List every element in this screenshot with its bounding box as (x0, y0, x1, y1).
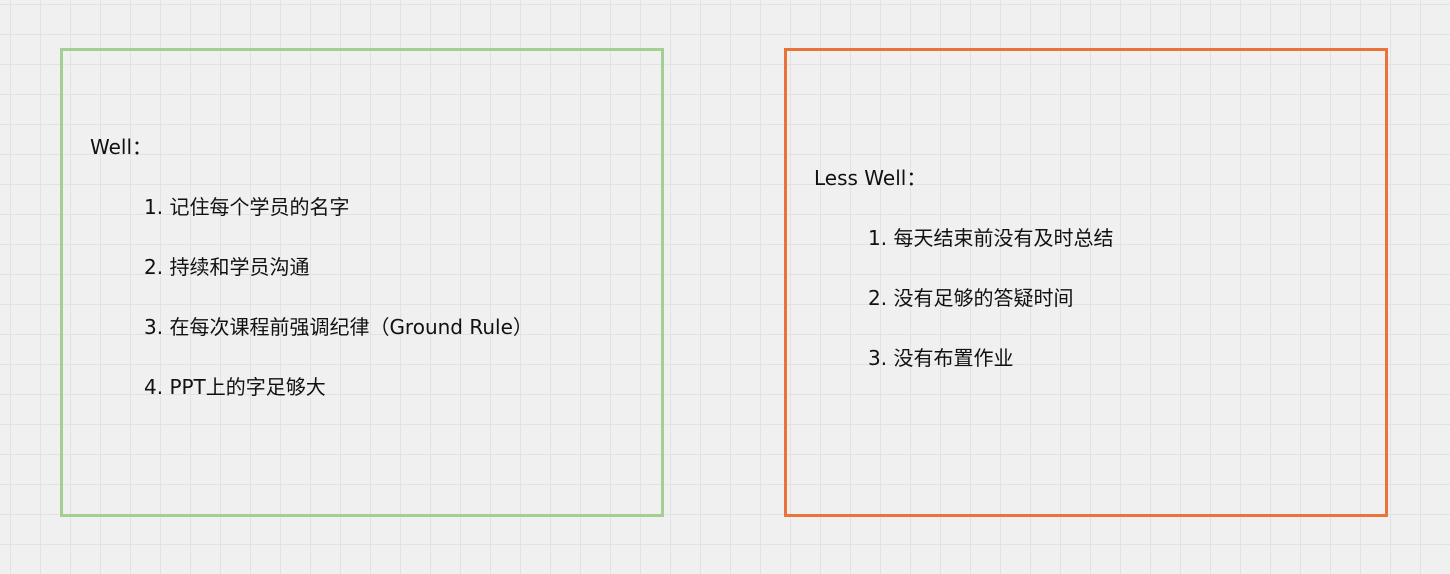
well-item: 1. 记住每个学员的名字 (144, 195, 350, 219)
well-item-list: 1. 记住每个学员的名字 2. 持续和学员沟通 3. 在每次课程前强调纪律（Gr… (144, 194, 533, 434)
less-well-item: 3. 没有布置作业 (868, 346, 1014, 370)
less-well-heading: Less Well： (814, 166, 927, 190)
well-panel: Well： 1. 记住每个学员的名字 2. 持续和学员沟通 3. 在每次课程前强… (60, 48, 664, 517)
less-well-item-list: 1. 每天结束前没有及时总结 2. 没有足够的答疑时间 3. 没有布置作业 (868, 225, 1113, 405)
well-heading: Well： (90, 135, 153, 159)
less-well-panel: Less Well： 1. 每天结束前没有及时总结 2. 没有足够的答疑时间 3… (784, 48, 1388, 517)
well-item: 2. 持续和学员沟通 (144, 255, 310, 279)
well-item: 3. 在每次课程前强调纪律（Ground Rule） (144, 315, 533, 339)
less-well-item: 2. 没有足够的答疑时间 (868, 286, 1074, 310)
well-item: 4. PPT上的字足够大 (144, 375, 326, 399)
less-well-item: 1. 每天结束前没有及时总结 (868, 226, 1114, 250)
